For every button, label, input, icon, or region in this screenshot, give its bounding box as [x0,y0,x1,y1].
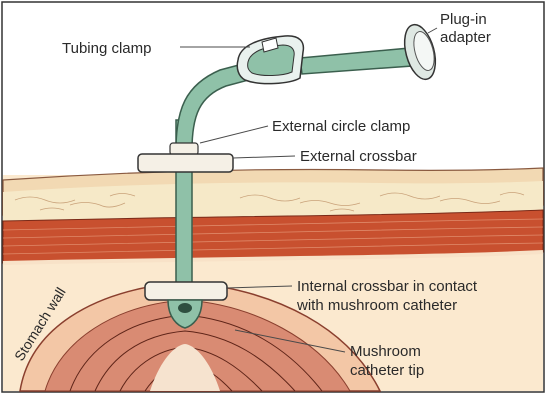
label-plug-in-line2: adapter [440,29,491,46]
internal-crossbar [145,282,227,300]
label-plug-in-line1: Plug-in [440,11,487,28]
external-circle-clamp [170,143,198,155]
label-mushroom-line2: catheter tip [350,362,424,379]
label-internal-crossbar-line1: Internal crossbar in contact [297,278,478,295]
label-mushroom-line1: Mushroom [350,343,421,360]
external-crossbar [138,154,233,172]
label-tubing-clamp: Tubing clamp [62,40,152,57]
label-external-crossbar: External crossbar [300,148,417,165]
label-external-circle-clamp: External circle clamp [272,118,410,135]
label-internal-crossbar-line2: with mushroom catheter [296,297,457,314]
